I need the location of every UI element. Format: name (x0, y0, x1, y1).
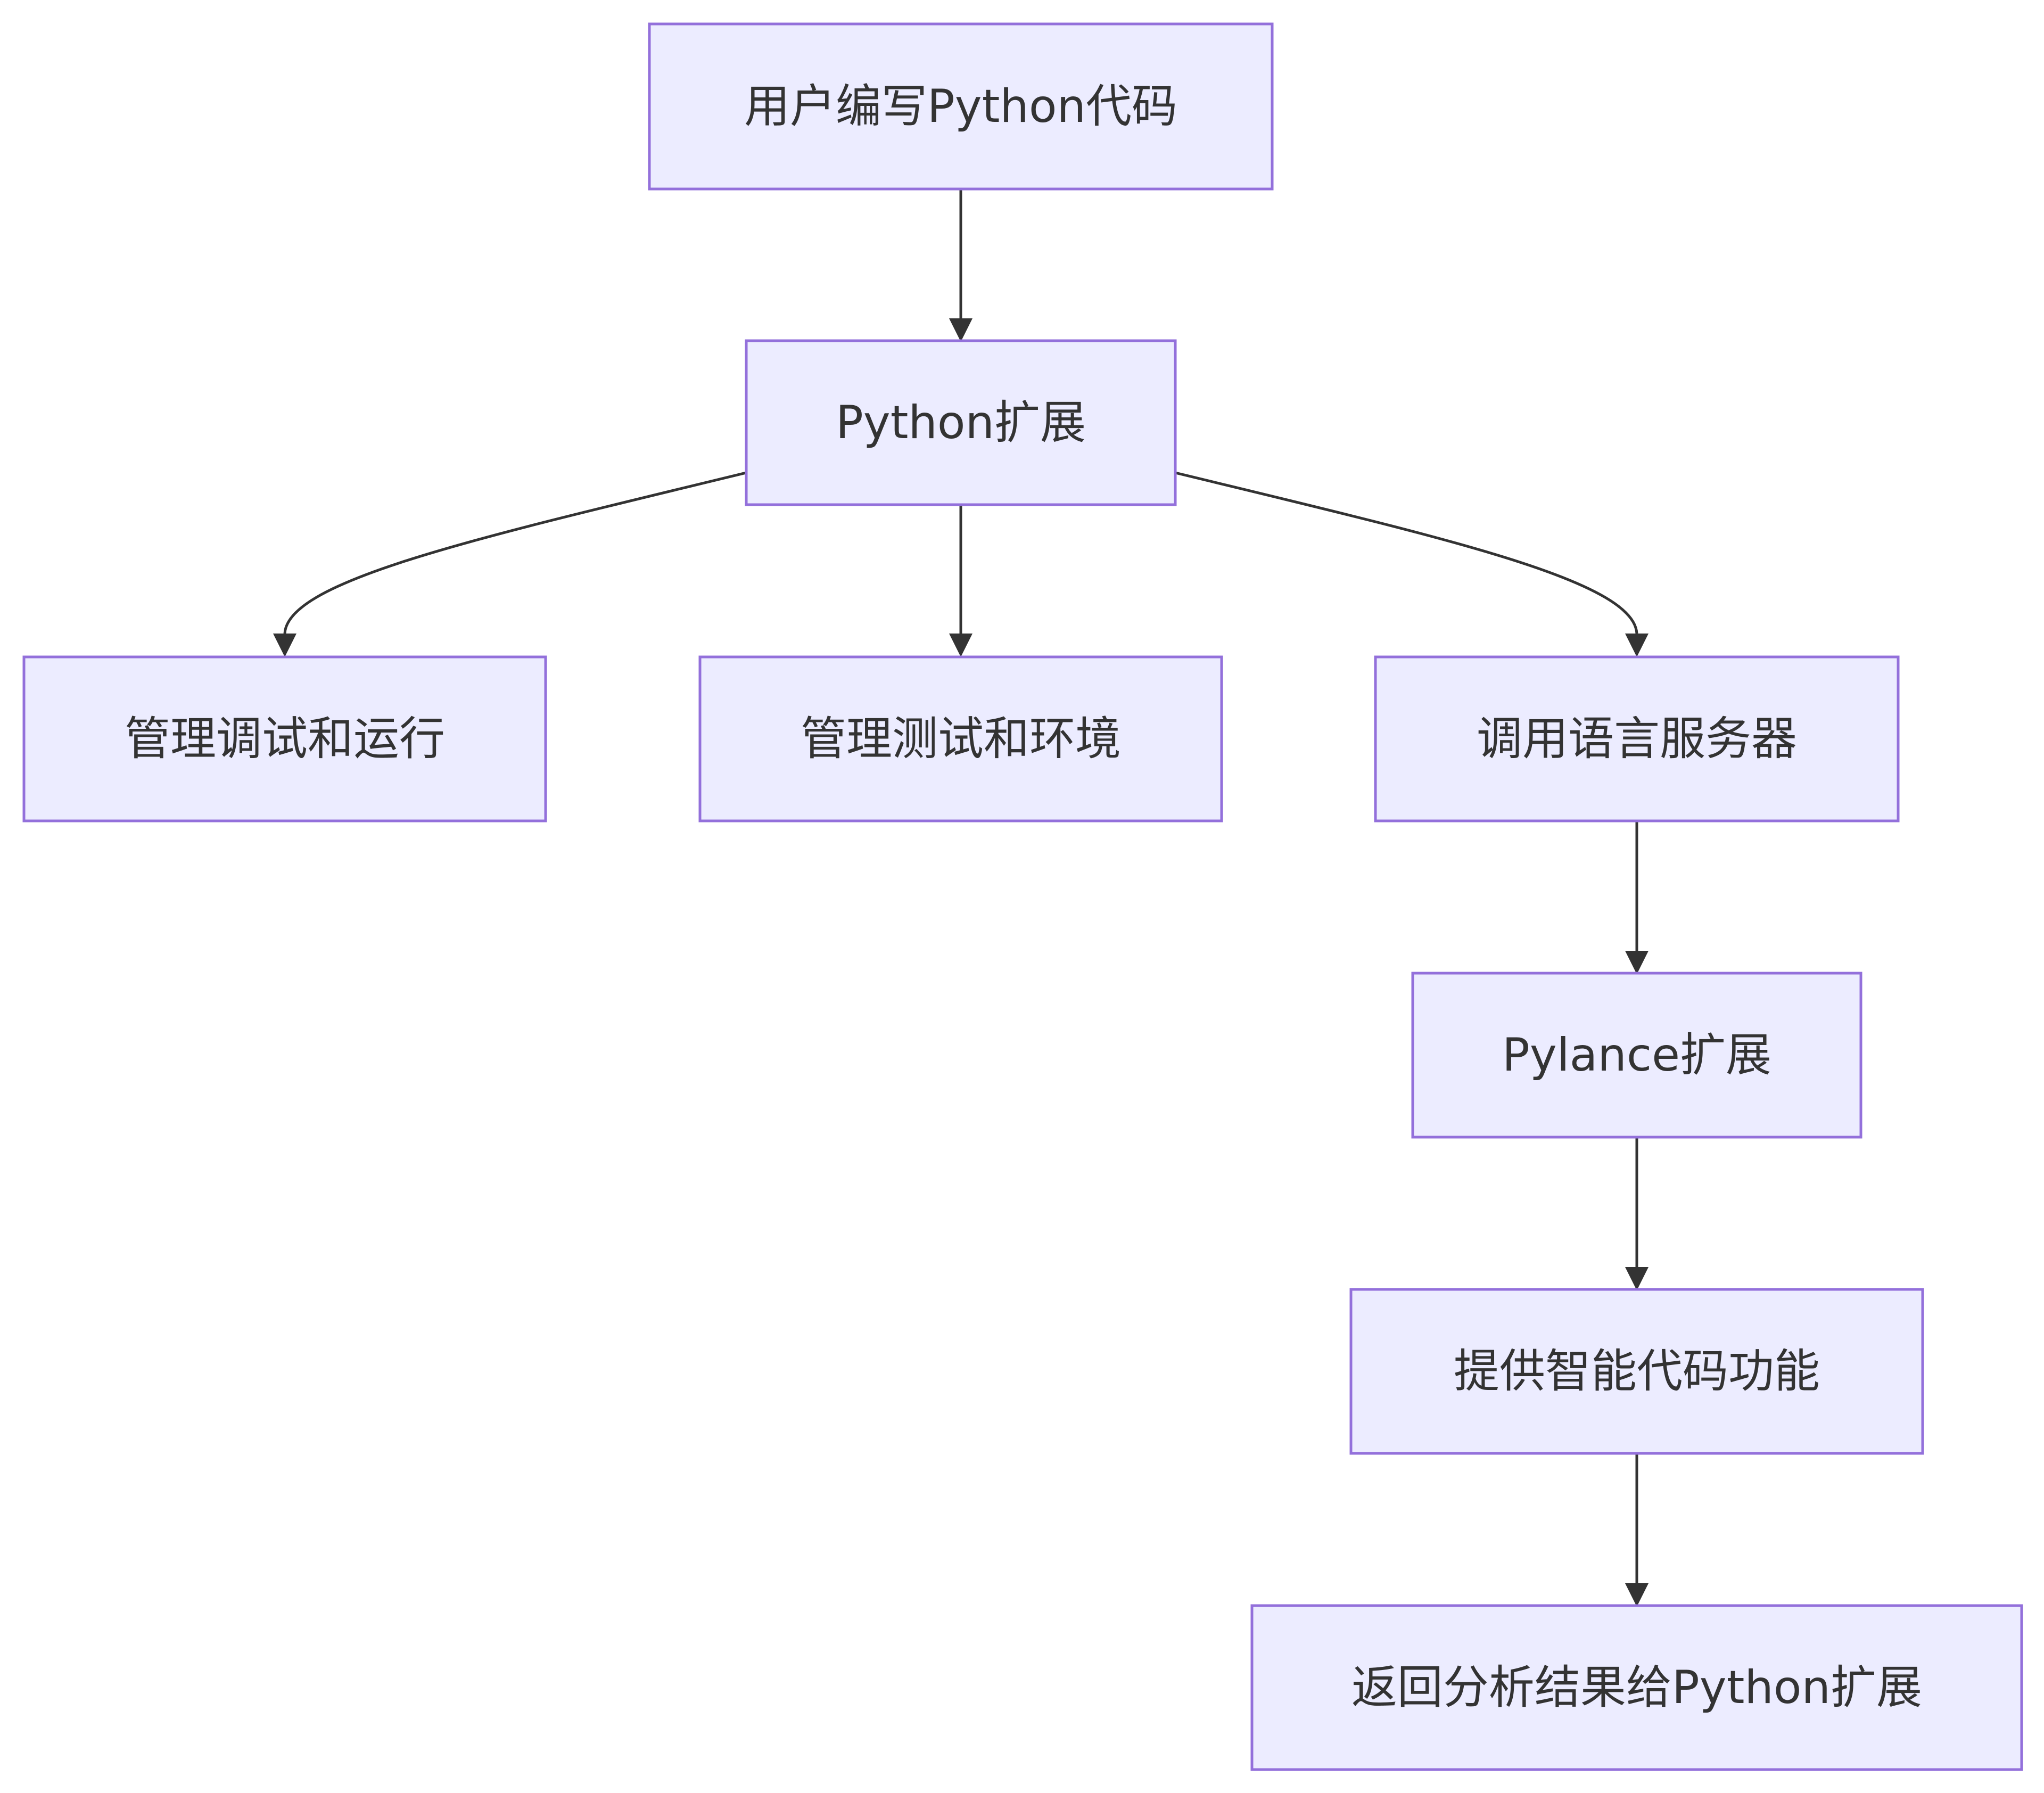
node-label: 管理调试和运行 (125, 712, 445, 766)
arrowhead-call-ls (1625, 634, 1649, 657)
arrowhead-return-results (1625, 1583, 1649, 1607)
node-user-writes-code: 用户编写Python代码 (648, 22, 1274, 191)
edge-python-ext-to-call-ls (1175, 471, 1638, 634)
arrowhead-test-env (949, 634, 972, 657)
arrowhead-debug-run (273, 634, 296, 657)
node-label: 管理测试和环境 (801, 712, 1121, 766)
node-python-extension: Python扩展 (745, 339, 1177, 506)
node-pylance-extension: Pylance扩展 (1411, 972, 1862, 1139)
edge-python-ext-to-debug-run (283, 471, 747, 634)
node-manage-debug-run: 管理调试和运行 (22, 655, 547, 823)
node-label: 用户编写Python代码 (744, 80, 1177, 133)
node-label: 提供智能代码功能 (1454, 1345, 1820, 1398)
node-label: Python扩展 (836, 396, 1086, 449)
edges (273, 189, 1649, 1607)
node-call-language-server: 调用语言服务器 (1374, 655, 1900, 823)
node-manage-test-env: 管理测试和环境 (698, 655, 1223, 823)
node-label: Pylance扩展 (1502, 1029, 1771, 1082)
node-smart-code-features: 提供智能代码功能 (1349, 1288, 1924, 1455)
node-return-results: 返回分析结果给Python扩展 (1250, 1604, 2023, 1771)
arrowhead-python-ext (949, 318, 972, 342)
arrowhead-pylance (1625, 951, 1649, 974)
node-label: 调用语言服务器 (1477, 712, 1797, 766)
node-label: 返回分析结果给Python扩展 (1351, 1661, 1922, 1714)
arrowhead-smart-features (1625, 1267, 1649, 1290)
